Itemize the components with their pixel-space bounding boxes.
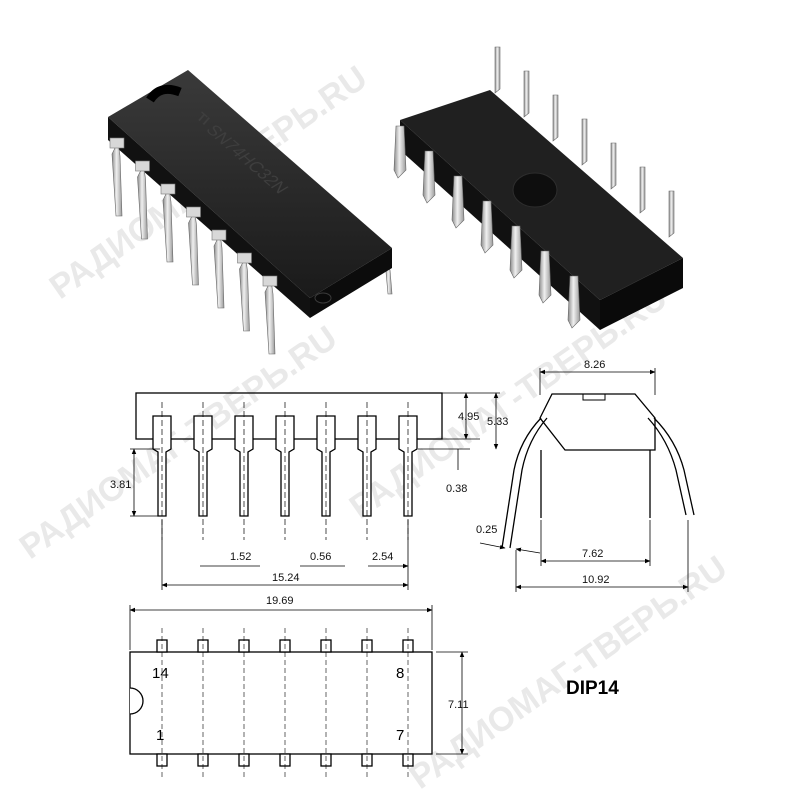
chip-body-top-face bbox=[108, 70, 392, 298]
dim-body-length: 19.69 bbox=[266, 595, 294, 607]
pin1-notch bbox=[146, 84, 182, 103]
top-view-pins bbox=[156, 628, 414, 778]
pin1-dot bbox=[314, 292, 332, 304]
photo1-near-lead bbox=[213, 233, 225, 309]
top-view-labels: 19.69 7.11 14 8 1 7 bbox=[152, 595, 469, 744]
photo1-lead-shoulder bbox=[186, 206, 201, 218]
photo1-lead-shoulder bbox=[262, 275, 278, 287]
chip-photo-top: SN74HC32N TI bbox=[108, 70, 393, 355]
dim-total-height: 5.33 bbox=[487, 416, 508, 428]
end-view-labels: 8.26 7.62 10.92 0.25 bbox=[476, 359, 610, 586]
dim-width-over-shoulders: 8.26 bbox=[584, 359, 605, 371]
dim-lead-width: 0.56 bbox=[310, 551, 331, 563]
photo2-front-lead bbox=[538, 250, 552, 304]
package-title: DIP14 bbox=[566, 678, 619, 699]
end-view bbox=[479, 368, 695, 592]
chip-photo-bottom-front-leads bbox=[393, 125, 581, 329]
photo2-front-lead bbox=[451, 175, 465, 229]
end-body bbox=[539, 393, 656, 451]
photo2-up-lead bbox=[639, 166, 646, 214]
photo1-near-lead bbox=[239, 256, 250, 332]
top-view bbox=[129, 605, 468, 778]
photo1-near-lead bbox=[137, 164, 148, 240]
photo2-up-lead bbox=[668, 190, 675, 238]
photo2-up-lead bbox=[523, 70, 530, 118]
side-view-labels: 4.95 5.33 0.38 3.81 1.52 0.56 2.54 15.24 bbox=[110, 411, 508, 584]
dim-lead-span: 10.92 bbox=[582, 574, 610, 586]
ejector-mark bbox=[512, 172, 558, 208]
photo2-front-lead bbox=[393, 125, 407, 179]
dim-body-width: 7.11 bbox=[448, 699, 469, 711]
photo1-near-lead bbox=[162, 187, 174, 263]
photo2-up-lead bbox=[610, 142, 617, 190]
pin-label-8: 8 bbox=[396, 665, 404, 682]
pin-label-7: 7 bbox=[396, 727, 404, 744]
photo1-near-lead bbox=[188, 210, 199, 286]
photo1-lead-shoulder bbox=[135, 160, 150, 172]
photo2-up-lead bbox=[552, 94, 559, 142]
side-view bbox=[130, 392, 500, 590]
end-lead-left bbox=[501, 417, 548, 549]
chip-photo-top-near-leads bbox=[109, 137, 278, 355]
side-leads bbox=[152, 402, 418, 540]
photo2-front-lead bbox=[509, 225, 523, 279]
dim-pin-pitch: 2.54 bbox=[372, 551, 393, 563]
top-body bbox=[129, 651, 433, 755]
dim-row-spacing: 7.62 bbox=[582, 548, 603, 560]
chip-bottom-body-end bbox=[600, 258, 683, 330]
photo2-front-lead bbox=[567, 275, 581, 329]
end-lead-right bbox=[647, 417, 695, 516]
dim-lead-length: 3.81 bbox=[110, 479, 131, 491]
watermark-text-4: РАДИОМАГ-ТВЕРЬ.RU bbox=[403, 549, 734, 797]
photo1-near-lead bbox=[264, 279, 276, 355]
photo1-lead-shoulder bbox=[211, 229, 227, 241]
dim-lead-thickness: 0.25 bbox=[476, 524, 497, 536]
photo2-front-lead bbox=[480, 200, 494, 254]
dim-shoulder-width: 1.52 bbox=[230, 551, 251, 563]
chip-body-front-face bbox=[108, 117, 310, 318]
photo1-lead-shoulder bbox=[160, 183, 176, 195]
photo2-up-lead bbox=[494, 46, 501, 94]
pin-label-14: 14 bbox=[152, 665, 169, 682]
pin-label-1: 1 bbox=[156, 727, 164, 744]
photo1-lead-shoulder bbox=[109, 137, 125, 149]
dim-pin-span: 15.24 bbox=[272, 572, 300, 584]
dim-body-height: 4.95 bbox=[458, 411, 479, 423]
photo1-lead-shoulder bbox=[237, 252, 252, 264]
photo2-up-lead bbox=[581, 118, 588, 166]
top-notch bbox=[129, 687, 144, 715]
dim-standoff: 0.38 bbox=[446, 483, 467, 495]
chip-photo-bottom-up-leads bbox=[494, 46, 675, 238]
photo2-front-lead bbox=[422, 150, 436, 204]
photo1-near-lead bbox=[111, 141, 123, 217]
chip-photo-bottom bbox=[393, 46, 683, 330]
